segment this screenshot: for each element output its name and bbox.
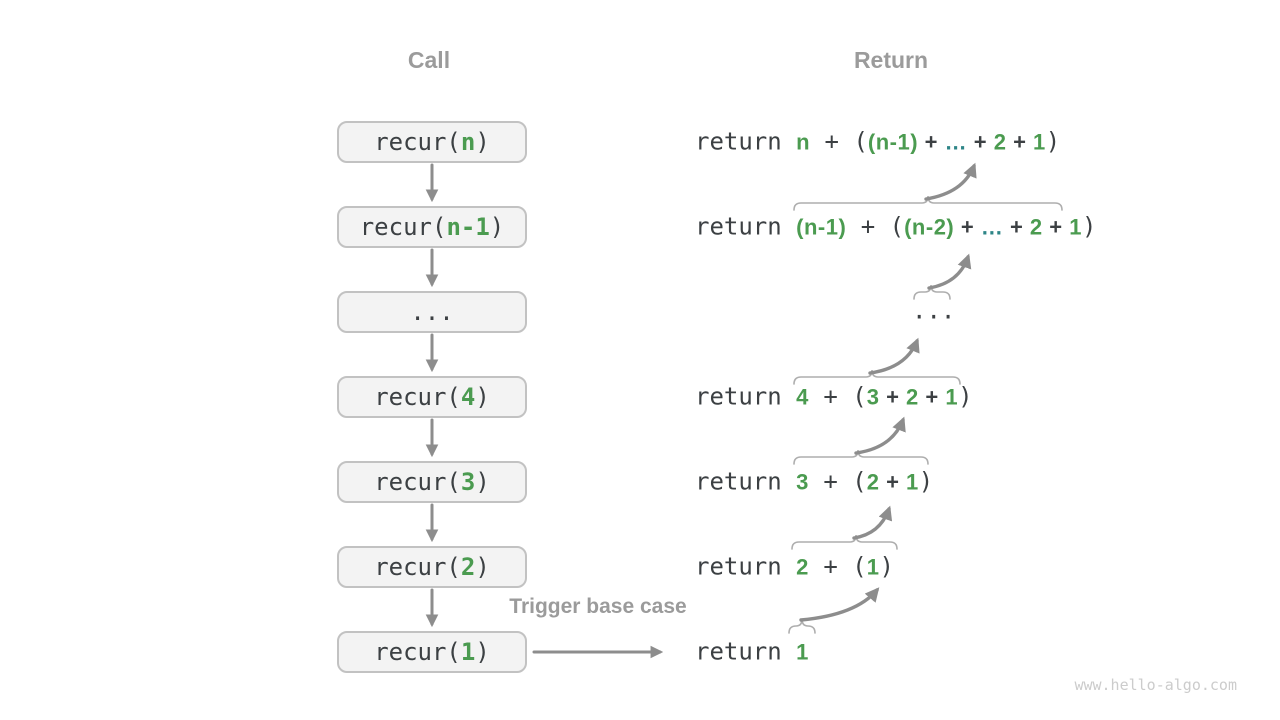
code-text: 2 xyxy=(866,469,880,495)
return-flow-arrow xyxy=(924,162,977,201)
code-text: + ( xyxy=(808,382,867,411)
code-text: 3 xyxy=(866,384,880,410)
code-text: recur( xyxy=(374,638,461,666)
code-text: ) xyxy=(475,383,490,411)
code-text: ... xyxy=(410,298,454,326)
call-box-recur-1: recur(1) xyxy=(337,631,527,673)
code-text: (n-2) xyxy=(904,214,955,240)
code-text: + ( xyxy=(808,552,867,581)
code-text: 2 xyxy=(1029,214,1043,240)
expression-brace xyxy=(793,369,961,385)
return-line-1: return n + ((n-1) + … + 2 + 1) xyxy=(695,127,1060,155)
code-text: 1 xyxy=(1033,129,1046,155)
code-text: 2 xyxy=(796,554,809,580)
code-text: recur( xyxy=(374,553,461,581)
call-box-recur-n-1: recur(n-1) xyxy=(337,206,527,248)
code-text: 1 xyxy=(460,638,476,666)
call-column-header: Call xyxy=(407,47,451,73)
return-flow-arrow xyxy=(852,505,893,540)
return-line-4: return 4 + (3 + 2 + 1) xyxy=(695,382,973,410)
code-text: ) xyxy=(475,638,490,666)
code-text: + xyxy=(1042,214,1070,240)
code-text: + xyxy=(879,469,907,495)
code-text: + ( xyxy=(808,467,867,496)
code-text: … xyxy=(980,214,1004,240)
code-text: ) xyxy=(918,467,934,496)
call-box-recur-4: recur(4) xyxy=(337,376,527,418)
code-text: + xyxy=(967,129,994,155)
return-line-5: return 3 + (2 + 1) xyxy=(695,467,933,495)
code-text: 1 xyxy=(906,469,919,495)
code-text: + xyxy=(918,384,946,410)
code-text: 3 xyxy=(460,468,476,496)
code-text: return xyxy=(695,637,797,666)
code-text: 1 xyxy=(866,554,880,580)
code-text: n xyxy=(460,128,476,156)
code-text: n-1 xyxy=(446,213,490,241)
expression-brace xyxy=(793,195,1063,211)
code-text: ) xyxy=(958,382,973,411)
code-text: ) xyxy=(1082,212,1097,241)
code-text: … xyxy=(944,129,968,155)
call-box-ellipsis: ... xyxy=(337,291,527,333)
code-text: (n-1) xyxy=(867,129,919,155)
code-text: 1 xyxy=(1069,214,1082,240)
code-text: recur( xyxy=(374,128,461,156)
call-box-recur-2: recur(2) xyxy=(337,546,527,588)
code-text: 3 xyxy=(796,469,809,495)
code-text: + ( xyxy=(846,212,905,241)
code-text: ) xyxy=(475,468,490,496)
trigger-base-case-label: Trigger base case xyxy=(509,595,687,618)
code-text: 2 xyxy=(993,129,1007,155)
code-text: return xyxy=(695,127,797,156)
expression-brace xyxy=(913,284,951,300)
return-flow-arrow xyxy=(854,416,906,455)
code-text: ... xyxy=(912,296,956,325)
expression-brace xyxy=(793,449,929,465)
code-text: recur( xyxy=(374,468,461,496)
code-text: recur( xyxy=(359,213,447,241)
code-text: recur( xyxy=(374,383,461,411)
return-flow-arrow xyxy=(927,253,972,290)
code-text: return xyxy=(695,552,797,581)
return-flow-arrow xyxy=(799,587,880,622)
return-line-6: return 2 + (1) xyxy=(695,552,894,580)
code-text: 1 xyxy=(796,639,809,665)
code-text: 4 xyxy=(796,384,809,410)
code-text: 2 xyxy=(906,384,919,410)
code-text: (n-1) xyxy=(796,214,847,240)
code-text: n xyxy=(796,129,811,155)
watermark: www.hello-algo.com xyxy=(1074,676,1237,694)
code-text: + ( xyxy=(810,127,868,156)
code-text: + xyxy=(918,129,945,155)
return-column-header: Return xyxy=(853,47,929,73)
call-box-recur-3: recur(3) xyxy=(337,461,527,503)
code-text: 1 xyxy=(945,384,959,410)
return-line-7: return 1 xyxy=(695,637,809,665)
code-text: + xyxy=(1003,214,1030,240)
return-line-2: return (n-1) + ((n-2) + … + 2 + 1) xyxy=(695,212,1096,240)
call-box-recur-n: recur(n) xyxy=(337,121,527,163)
code-text: 4 xyxy=(460,383,476,411)
return-line-3: ... xyxy=(912,296,955,324)
code-text: return xyxy=(695,212,797,241)
code-text: + xyxy=(954,214,981,240)
code-text: return xyxy=(695,382,797,411)
expression-brace xyxy=(791,534,898,550)
code-text: ) xyxy=(1045,127,1061,156)
code-text: ) xyxy=(475,128,490,156)
code-text: + xyxy=(879,384,907,410)
code-text: return xyxy=(695,467,797,496)
code-text: ) xyxy=(489,213,505,241)
code-text: 2 xyxy=(460,553,476,581)
code-text: ) xyxy=(879,552,894,581)
return-flow-arrow xyxy=(868,337,920,375)
code-text: + xyxy=(1006,129,1034,155)
code-text: ) xyxy=(475,553,490,581)
